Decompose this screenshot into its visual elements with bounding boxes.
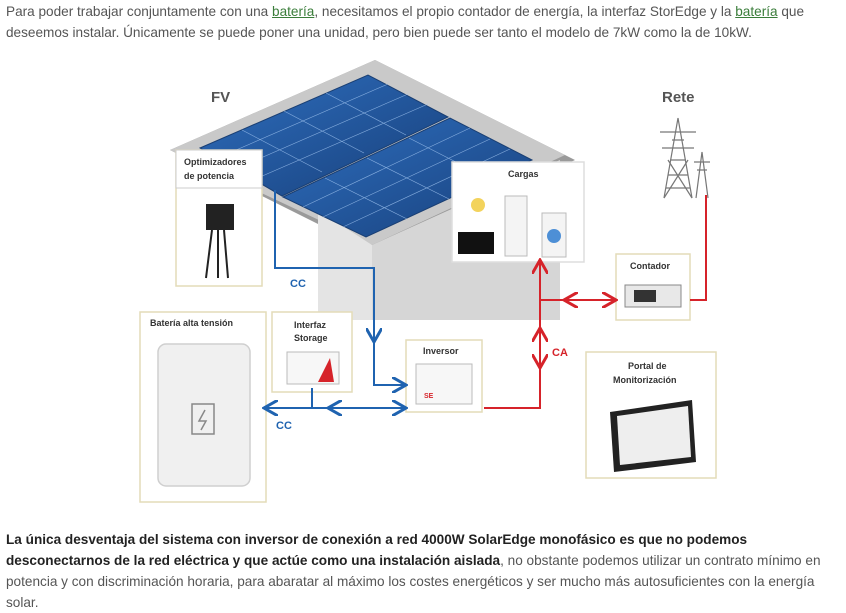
battery-label: Batería alta tensión [150,318,233,328]
svg-text:SE: SE [424,393,434,400]
fridge-icon [504,195,528,257]
intro-paragraph: Para poder trabajar conjuntamente con un… [6,1,836,43]
interface-label-2: Storage [294,333,328,343]
ca-label: CA [552,347,568,359]
portal-label-2: Monitorización [613,375,677,385]
battery-link-1[interactable]: batería [272,4,315,19]
optimizers-label-1: Optimizadores [184,157,247,167]
tv-icon [458,232,494,254]
loads-box: Cargas [451,161,585,263]
cc-label-top: CC [290,278,306,290]
interface-storage-box: Interfaz Storage [271,311,353,393]
intro-text-2: , necesitamos el propio contador de ener… [314,4,736,19]
battery-box: Batería alta tensión [139,311,267,503]
ac-wiring [484,195,707,409]
outro-paragraph: La única desventaja del sistema con inve… [6,529,842,613]
loads-label: Cargas [508,169,539,179]
rete-label: Rete [662,89,695,106]
meter-label: Contador [630,261,670,271]
optimizers-label-2: de potencia [184,171,235,181]
storedge-system-diagram: FV Rete Optimizadores de potencia Cargas… [139,60,717,503]
inverter-label: Inversor [423,346,459,356]
dc-wiring [266,190,404,408]
interface-label-1: Interfaz [294,320,327,330]
outro-bold: La única desventaja del sistema con inve… [6,532,748,568]
intro-text-3: que deseemos instalar. Únicamente se pue… [6,4,805,40]
meter-box: Contador [615,253,691,321]
battery-link-2[interactable]: batería [735,4,778,19]
inverter-box: Inversor SE [405,339,483,413]
optimizers-box: Optimizadores de potencia [175,149,263,287]
fv-label: FV [211,89,230,106]
battery-icon [191,403,215,435]
transmission-tower-icon [660,117,710,199]
portal-box: Portal de Monitorización [585,351,717,479]
cc-label-bottom: CC [276,420,292,432]
portal-label-1: Portal de [628,361,667,371]
intro-text-1: Para poder trabajar conjuntamente con un… [6,4,273,19]
lightbulb-icon [471,198,485,212]
